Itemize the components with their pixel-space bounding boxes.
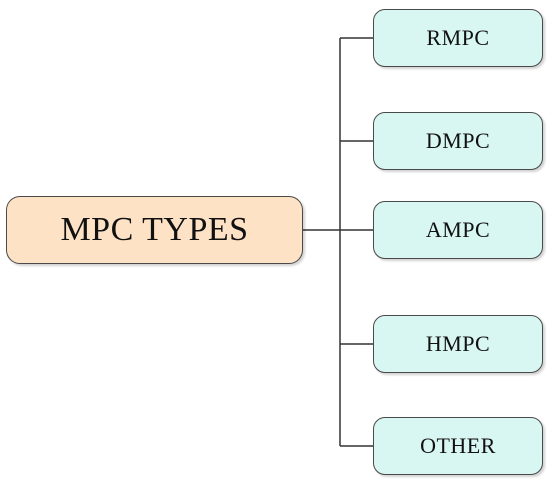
root-node-mpc-types: MPC TYPES <box>6 196 303 264</box>
child-node-label: HMPC <box>425 331 491 356</box>
child-node-label: AMPC <box>425 217 491 242</box>
child-node-label: DMPC <box>425 128 491 153</box>
child-node-rmpc: RMPC <box>373 9 543 67</box>
child-node-hmpc: HMPC <box>373 315 543 373</box>
child-node-dmpc: DMPC <box>373 112 543 170</box>
child-node-ampc: AMPC <box>373 201 543 259</box>
child-node-label: RMPC <box>426 25 490 50</box>
root-node-label: MPC TYPES <box>60 211 249 248</box>
child-node-label: OTHER <box>420 433 496 458</box>
child-node-other: OTHER <box>373 417 543 475</box>
